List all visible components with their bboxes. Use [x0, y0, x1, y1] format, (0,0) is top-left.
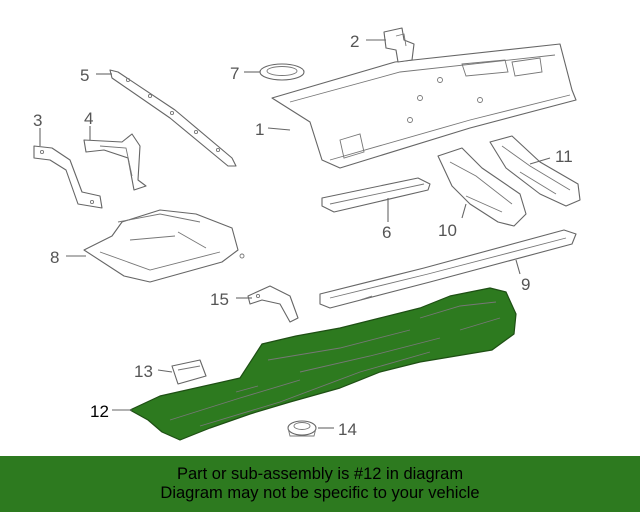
label-part-8: 8: [50, 248, 59, 267]
label-part-12: 12: [90, 402, 109, 421]
part-15-bracket[interactable]: [247, 285, 299, 323]
part-5-strap[interactable]: [109, 69, 237, 167]
banner-line-1: Part or sub-assembly is #12 in diagram: [176, 465, 464, 483]
part-9-rocker[interactable]: [319, 229, 577, 309]
label-part-5: 5: [80, 66, 89, 85]
part-10-side-member[interactable]: [437, 147, 527, 227]
label-part-3: 3: [33, 111, 42, 130]
label-part-4: 4: [84, 109, 93, 128]
part-6-rail[interactable]: [321, 177, 431, 213]
label-part-1: 1: [255, 120, 264, 139]
part-3-bracket[interactable]: [33, 145, 103, 209]
part-8-reinforcement[interactable]: [83, 209, 245, 283]
banner-line-2: Diagram may not be specific to your vehi…: [160, 484, 480, 502]
exploded-view-diagram: 2 7 5 3 4 1 6 10 11 8 9 15 13 12 14: [33, 27, 581, 441]
part-12-under-cover[interactable]: [129, 287, 517, 441]
part-14-fastener[interactable]: [287, 420, 317, 437]
info-banner: Part or sub-assembly is #12 in diagram D…: [0, 456, 640, 512]
part-4-bracket[interactable]: [83, 133, 147, 191]
part-1-floor-pan[interactable]: [271, 43, 577, 169]
label-part-14: 14: [338, 420, 357, 439]
part-7-seal[interactable]: [259, 63, 305, 81]
label-part-10: 10: [438, 221, 457, 240]
leader-lines: [39, 39, 551, 429]
part-13-clip[interactable]: [171, 359, 207, 385]
label-part-11: 11: [555, 147, 573, 166]
label-part-13: 13: [134, 362, 153, 381]
label-part-7: 7: [230, 64, 239, 83]
label-part-15: 15: [210, 290, 229, 309]
part-11-side-member[interactable]: [489, 135, 581, 207]
part-2-bracket[interactable]: [383, 27, 415, 63]
label-part-6: 6: [382, 223, 391, 242]
label-part-2: 2: [350, 32, 359, 51]
label-part-9: 9: [521, 275, 530, 294]
